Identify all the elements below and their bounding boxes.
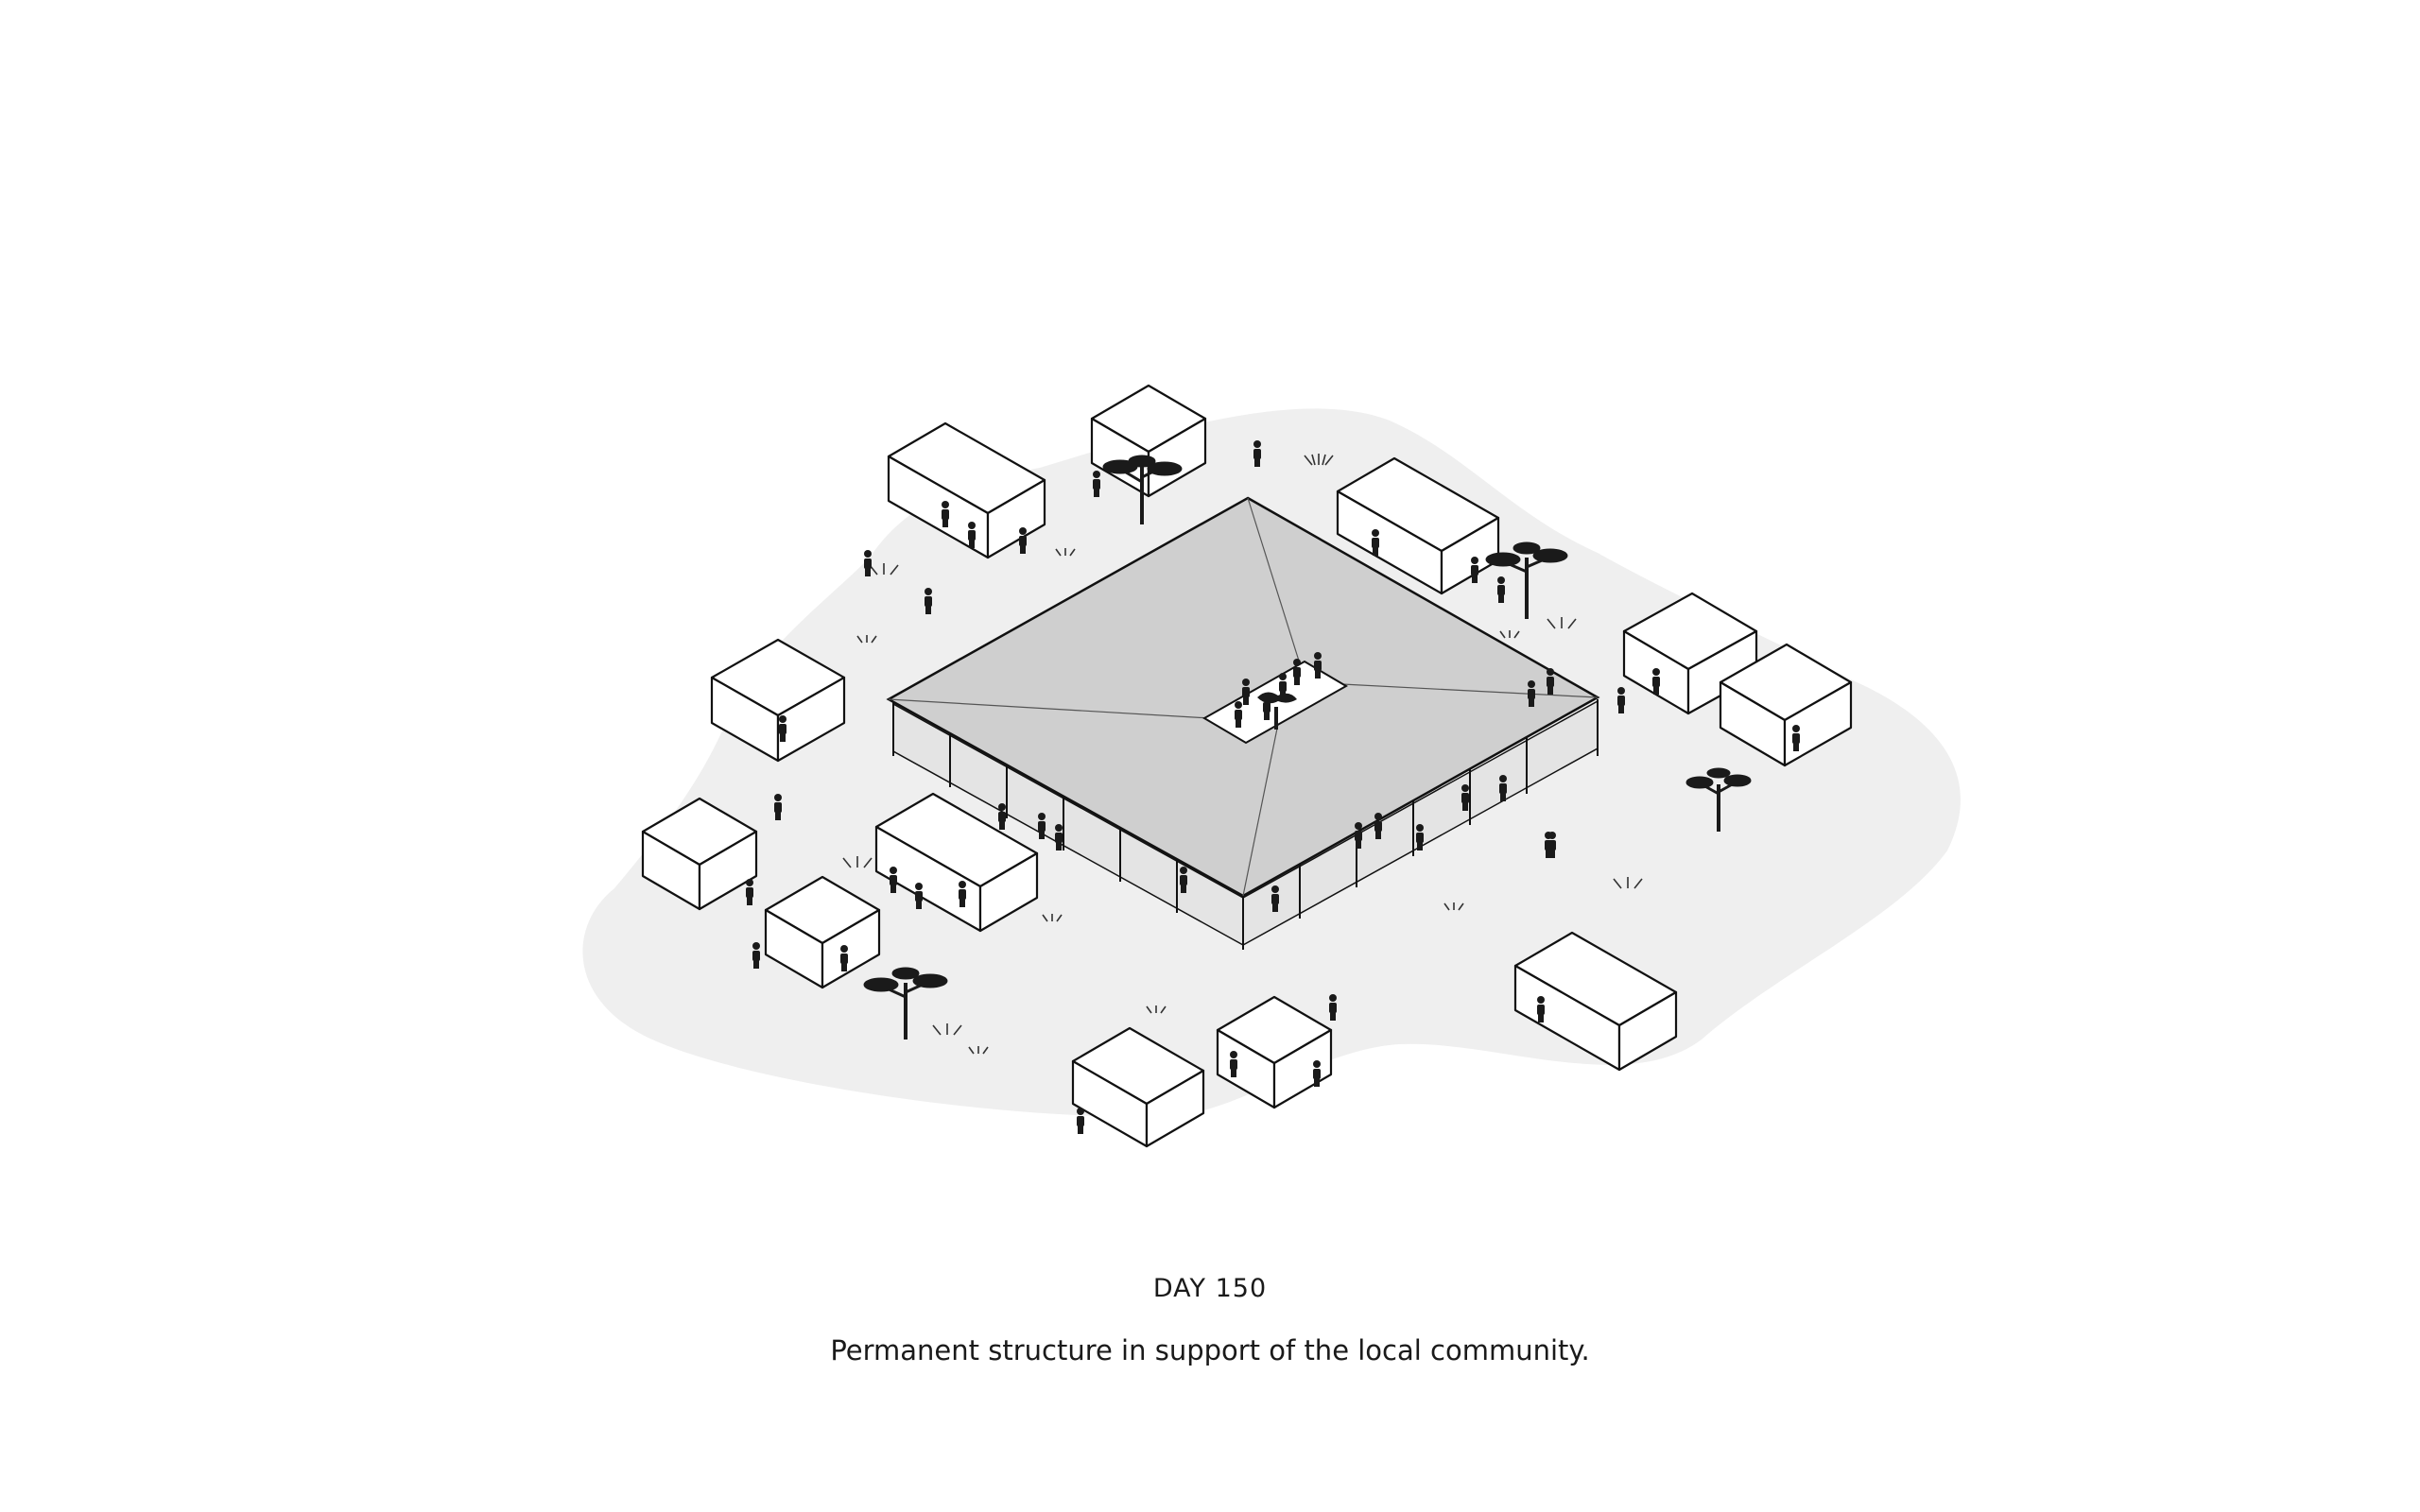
person-icon xyxy=(774,794,782,820)
person-icon xyxy=(1263,694,1270,720)
person-icon xyxy=(779,715,786,742)
shrub-icon xyxy=(968,1046,989,1055)
person-icon xyxy=(998,803,1006,830)
building-ne-1 xyxy=(1336,456,1500,595)
person-icon xyxy=(1038,813,1046,839)
person-icon xyxy=(890,867,897,893)
person-icon xyxy=(746,879,753,905)
shrub-icon xyxy=(1055,548,1076,557)
person-icon xyxy=(1180,867,1187,893)
shrub-icon xyxy=(1042,914,1063,922)
roof-ridges xyxy=(888,497,1599,897)
building-nw-1 xyxy=(887,421,1046,559)
person-icon xyxy=(1416,824,1424,850)
diagram-title: DAY 150 xyxy=(1152,1274,1268,1303)
person-icon xyxy=(1235,701,1242,728)
person-icon xyxy=(1617,687,1625,713)
shrubs xyxy=(842,454,1643,1055)
person-icon xyxy=(1279,673,1287,699)
shrub-icon xyxy=(842,856,873,868)
person-icon xyxy=(1253,440,1261,467)
person-icon xyxy=(959,881,966,907)
person-icon xyxy=(1792,725,1800,751)
person-icon xyxy=(1329,994,1337,1021)
person-icon xyxy=(864,550,872,576)
building-se-1 xyxy=(1513,931,1678,1072)
shrub-icon xyxy=(1499,630,1520,639)
shrub-icon xyxy=(1304,454,1334,466)
tree-icon-e xyxy=(1685,767,1752,832)
person-icon xyxy=(968,522,976,548)
people xyxy=(746,440,1800,1134)
person-icon xyxy=(1093,471,1100,497)
building-e-1 xyxy=(1622,592,1758,715)
shrub-icon xyxy=(856,635,877,644)
person-icon xyxy=(1077,1108,1084,1134)
shrub-icon xyxy=(1613,877,1643,889)
shrub-icon xyxy=(1443,902,1464,911)
diagram-caption: Permanent structure in support of the lo… xyxy=(830,1334,1590,1366)
person-icon xyxy=(1313,1060,1321,1087)
person-icon xyxy=(1461,784,1469,811)
person-icon xyxy=(1055,824,1063,850)
building-sw-2 xyxy=(874,792,1039,933)
person-icon xyxy=(1537,996,1545,1022)
tree-icon-ne xyxy=(1485,541,1568,619)
person-icon xyxy=(1499,775,1507,801)
person-icon xyxy=(1374,813,1382,839)
building-s-2 xyxy=(1216,995,1333,1109)
person-icon xyxy=(1548,832,1556,858)
tree-icon-n xyxy=(1102,455,1183,524)
person-icon xyxy=(942,501,949,527)
person-icon xyxy=(1547,668,1554,695)
person-icon xyxy=(1471,557,1478,583)
person-icon xyxy=(1314,652,1322,679)
courtyard-tree-icon xyxy=(1257,692,1297,730)
person-icon xyxy=(752,942,760,969)
person-icon xyxy=(1372,529,1379,556)
tree-icon-sw xyxy=(863,967,948,1040)
shrub-icon xyxy=(932,1023,962,1036)
building-e-2 xyxy=(1719,643,1853,767)
person-icon xyxy=(1497,576,1505,603)
person-icon xyxy=(1230,1051,1237,1077)
building-sw-1 xyxy=(641,797,758,911)
person-icon xyxy=(1528,680,1535,707)
building-sw-3 xyxy=(764,875,881,989)
person-icon xyxy=(1652,668,1660,695)
shrub-icon xyxy=(1547,617,1577,629)
person-icon xyxy=(840,945,848,971)
building-w-1 xyxy=(710,638,846,763)
person-icon xyxy=(925,588,932,614)
person-icon xyxy=(1355,822,1362,849)
person-icon xyxy=(915,883,923,909)
trees xyxy=(863,455,1752,1040)
building-s-1 xyxy=(1071,1026,1205,1148)
person-icon xyxy=(1271,885,1279,912)
shrub-icon xyxy=(1146,1005,1167,1014)
person-icon xyxy=(1293,659,1301,685)
person-icon xyxy=(1019,527,1027,554)
person-icon xyxy=(1242,679,1250,705)
community-buildings xyxy=(641,384,1853,1148)
